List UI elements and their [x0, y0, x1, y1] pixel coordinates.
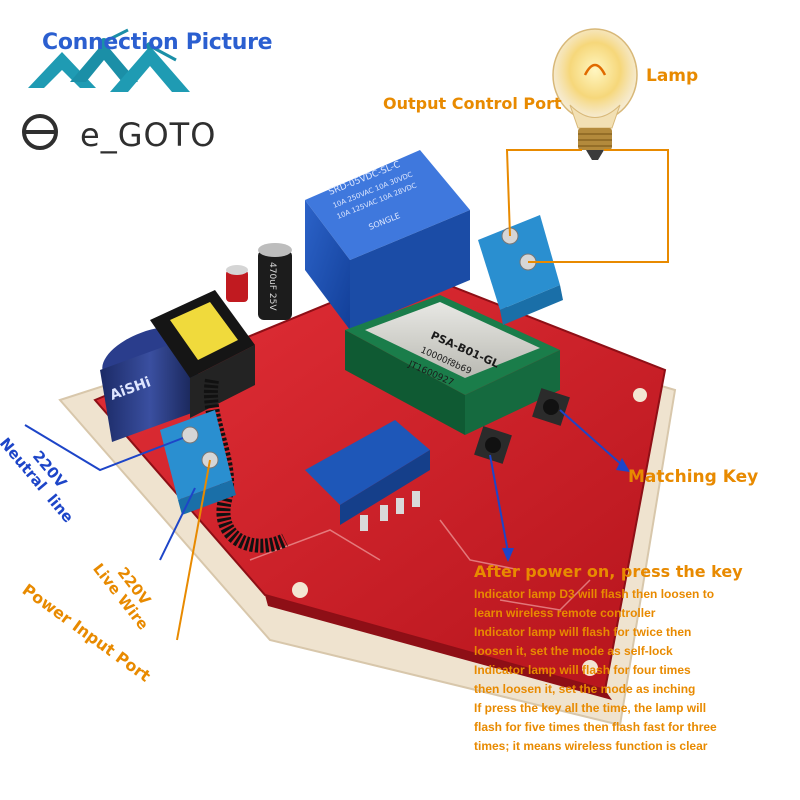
instruction-line: learn wireless remote controller — [474, 606, 656, 620]
instruction-line: times; it means wireless function is cle… — [474, 739, 708, 753]
lamp-icon — [552, 28, 638, 160]
push-buttons — [474, 388, 570, 464]
instruction-line: If press the key all the time, the lamp … — [474, 701, 707, 715]
terminal-input — [160, 410, 236, 515]
output-port-label: Output Control Port — [383, 94, 562, 113]
logo-text: e_GOTO — [80, 116, 216, 154]
instruction-line: loosen it, set the mode as self-lock — [474, 644, 673, 658]
instruction-line: then loosen it, set the mode as inching — [474, 682, 696, 696]
callout-lines — [24, 409, 630, 641]
matching-key-label: Matching Key — [628, 467, 759, 487]
capacitor-small: 470uF 25V — [226, 243, 292, 320]
instruction-line: flash for five times then flash fast for… — [474, 720, 717, 734]
capacitor2-text: 470uF 25V — [267, 262, 277, 311]
output-wires — [505, 149, 669, 263]
instructions-panel: After power on, press the key Indicator … — [474, 562, 794, 756]
instruction-line: Indicator lamp will flash for twice then — [474, 625, 692, 639]
logo-mark — [22, 28, 190, 150]
instructions-heading: After power on, press the key — [474, 562, 743, 581]
instruction-line: Indicator lamp will flash for four times — [474, 663, 691, 677]
transformer — [150, 290, 255, 418]
receiver-module — [305, 420, 430, 531]
wireless-module: PSA-B01-GL 10000f8b69 JT1600927 — [345, 295, 560, 435]
terminal-output — [478, 215, 563, 325]
svg-text:470uF 25V: 470uF 25V — [267, 262, 277, 311]
relay: SRD-05VDC-SL-C 10A 250VAC 10A 30VDC 10A … — [305, 150, 470, 330]
logo-wordmark: e_GOTO — [80, 116, 217, 154]
page-title: Connection Picture — [42, 30, 273, 55]
instruction-line: Indicator lamp D3 will flash then loosen… — [474, 587, 715, 601]
lamp-label: Lamp — [646, 66, 699, 86]
instructions-list: Indicator lamp D3 will flash then loosen… — [474, 585, 794, 756]
